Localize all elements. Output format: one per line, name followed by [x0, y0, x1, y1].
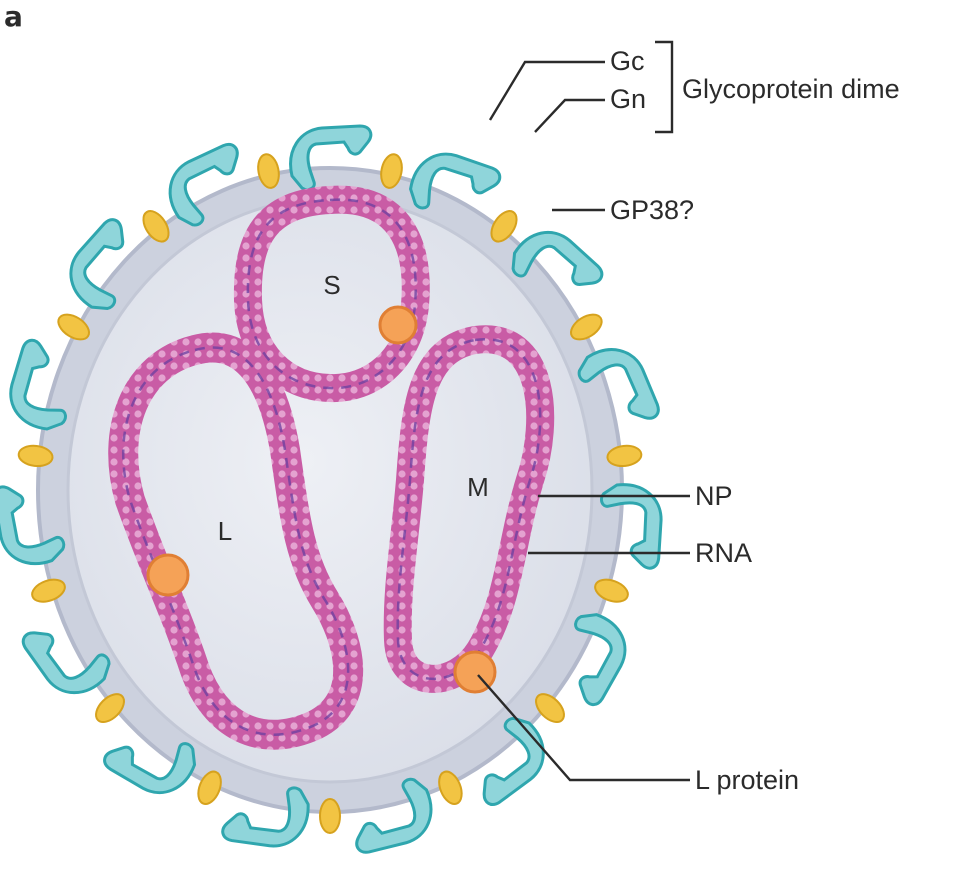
l-protein-l — [148, 555, 188, 595]
segment-label-s: S — [323, 270, 340, 300]
gc-leader — [490, 62, 605, 120]
segment-label-l: L — [218, 516, 232, 546]
gn-leader — [535, 100, 605, 132]
segment-label-m: M — [467, 472, 489, 502]
label-l-protein: L protein — [695, 765, 799, 795]
label-glycoprotein: Glycoprotein dime — [682, 74, 900, 104]
panel-letter: a — [4, 0, 23, 33]
label-gc: Gc — [610, 46, 645, 76]
glycoprotein-bracket — [655, 42, 672, 132]
label-rna: RNA — [695, 538, 752, 568]
l-protein-s — [380, 307, 416, 343]
label-gp38: GP38? — [610, 195, 694, 225]
gp38-protein — [320, 799, 340, 833]
label-gn: Gn — [610, 84, 646, 114]
label-np: NP — [695, 481, 733, 511]
